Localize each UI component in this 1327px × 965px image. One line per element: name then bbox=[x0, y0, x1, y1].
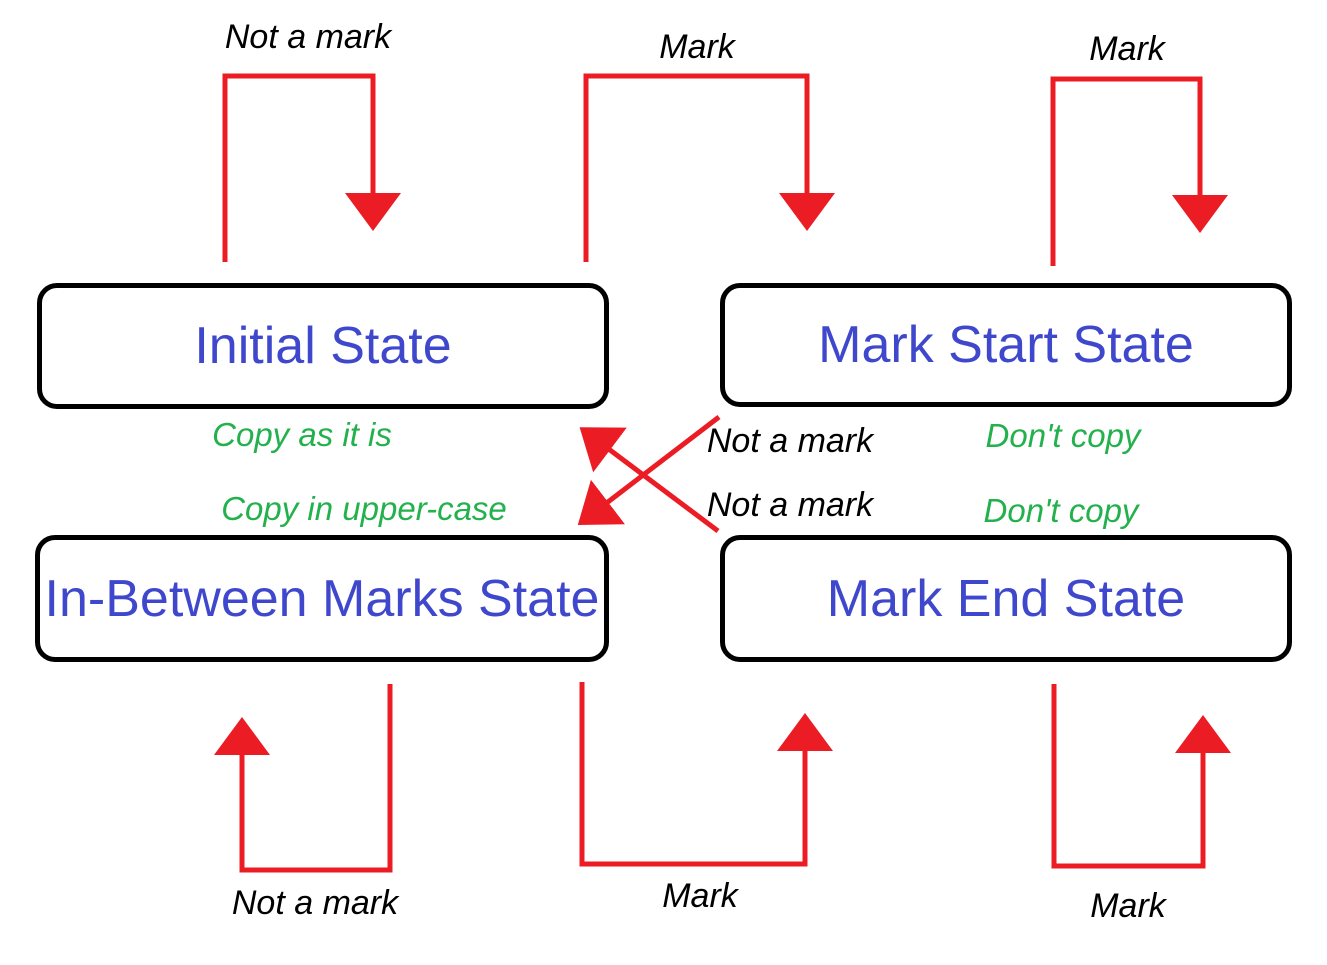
action-label-dont-copy-top: Don't copy bbox=[985, 417, 1141, 454]
state-box-initial: Initial State bbox=[37, 283, 609, 409]
arrow-mark-end-self bbox=[1051, 684, 1231, 869]
arrow-mark-start-self bbox=[1050, 76, 1228, 266]
action-label-copy-in-upper-case: Copy in upper-case bbox=[221, 490, 507, 527]
state-label-in-between: In-Between Marks State bbox=[44, 569, 600, 628]
event-label-mark-end-to-initial: Not a mark bbox=[706, 486, 874, 524]
arrow-initial-self bbox=[222, 73, 401, 262]
event-label-mark-start-to-in-between: Not a mark bbox=[706, 422, 874, 460]
state-label-initial: Initial State bbox=[194, 317, 452, 375]
event-label-mark-end-self: Mark bbox=[1090, 887, 1166, 925]
arrow-initial-to-mark-start bbox=[583, 73, 835, 262]
event-label-initial-self: Not a mark bbox=[224, 18, 392, 56]
event-label-initial-to-mark-start: Mark bbox=[659, 28, 735, 66]
action-label-copy-as-it-is: Copy as it is bbox=[212, 416, 392, 453]
arrow-in-between-to-mark-end bbox=[579, 682, 833, 867]
action-label-dont-copy-bottom: Don't copy bbox=[983, 492, 1139, 529]
arrow-in-between-self bbox=[214, 684, 393, 873]
event-label-in-between-to-mark-end: Mark bbox=[662, 877, 738, 915]
state-label-mark-end: Mark End State bbox=[826, 569, 1186, 628]
state-box-in-between: In-Between Marks State bbox=[35, 535, 609, 662]
state-box-mark-start: Mark Start State bbox=[720, 283, 1292, 407]
event-label-mark-start-self: Mark bbox=[1089, 30, 1165, 68]
state-label-mark-start: Mark Start State bbox=[818, 316, 1194, 374]
arrow-mark-end-to-initial bbox=[579, 427, 720, 533]
arrow-mark-start-to-in-between bbox=[577, 415, 721, 526]
event-label-in-between-self: Not a mark bbox=[231, 884, 399, 922]
state-box-mark-end: Mark End State bbox=[720, 535, 1292, 662]
